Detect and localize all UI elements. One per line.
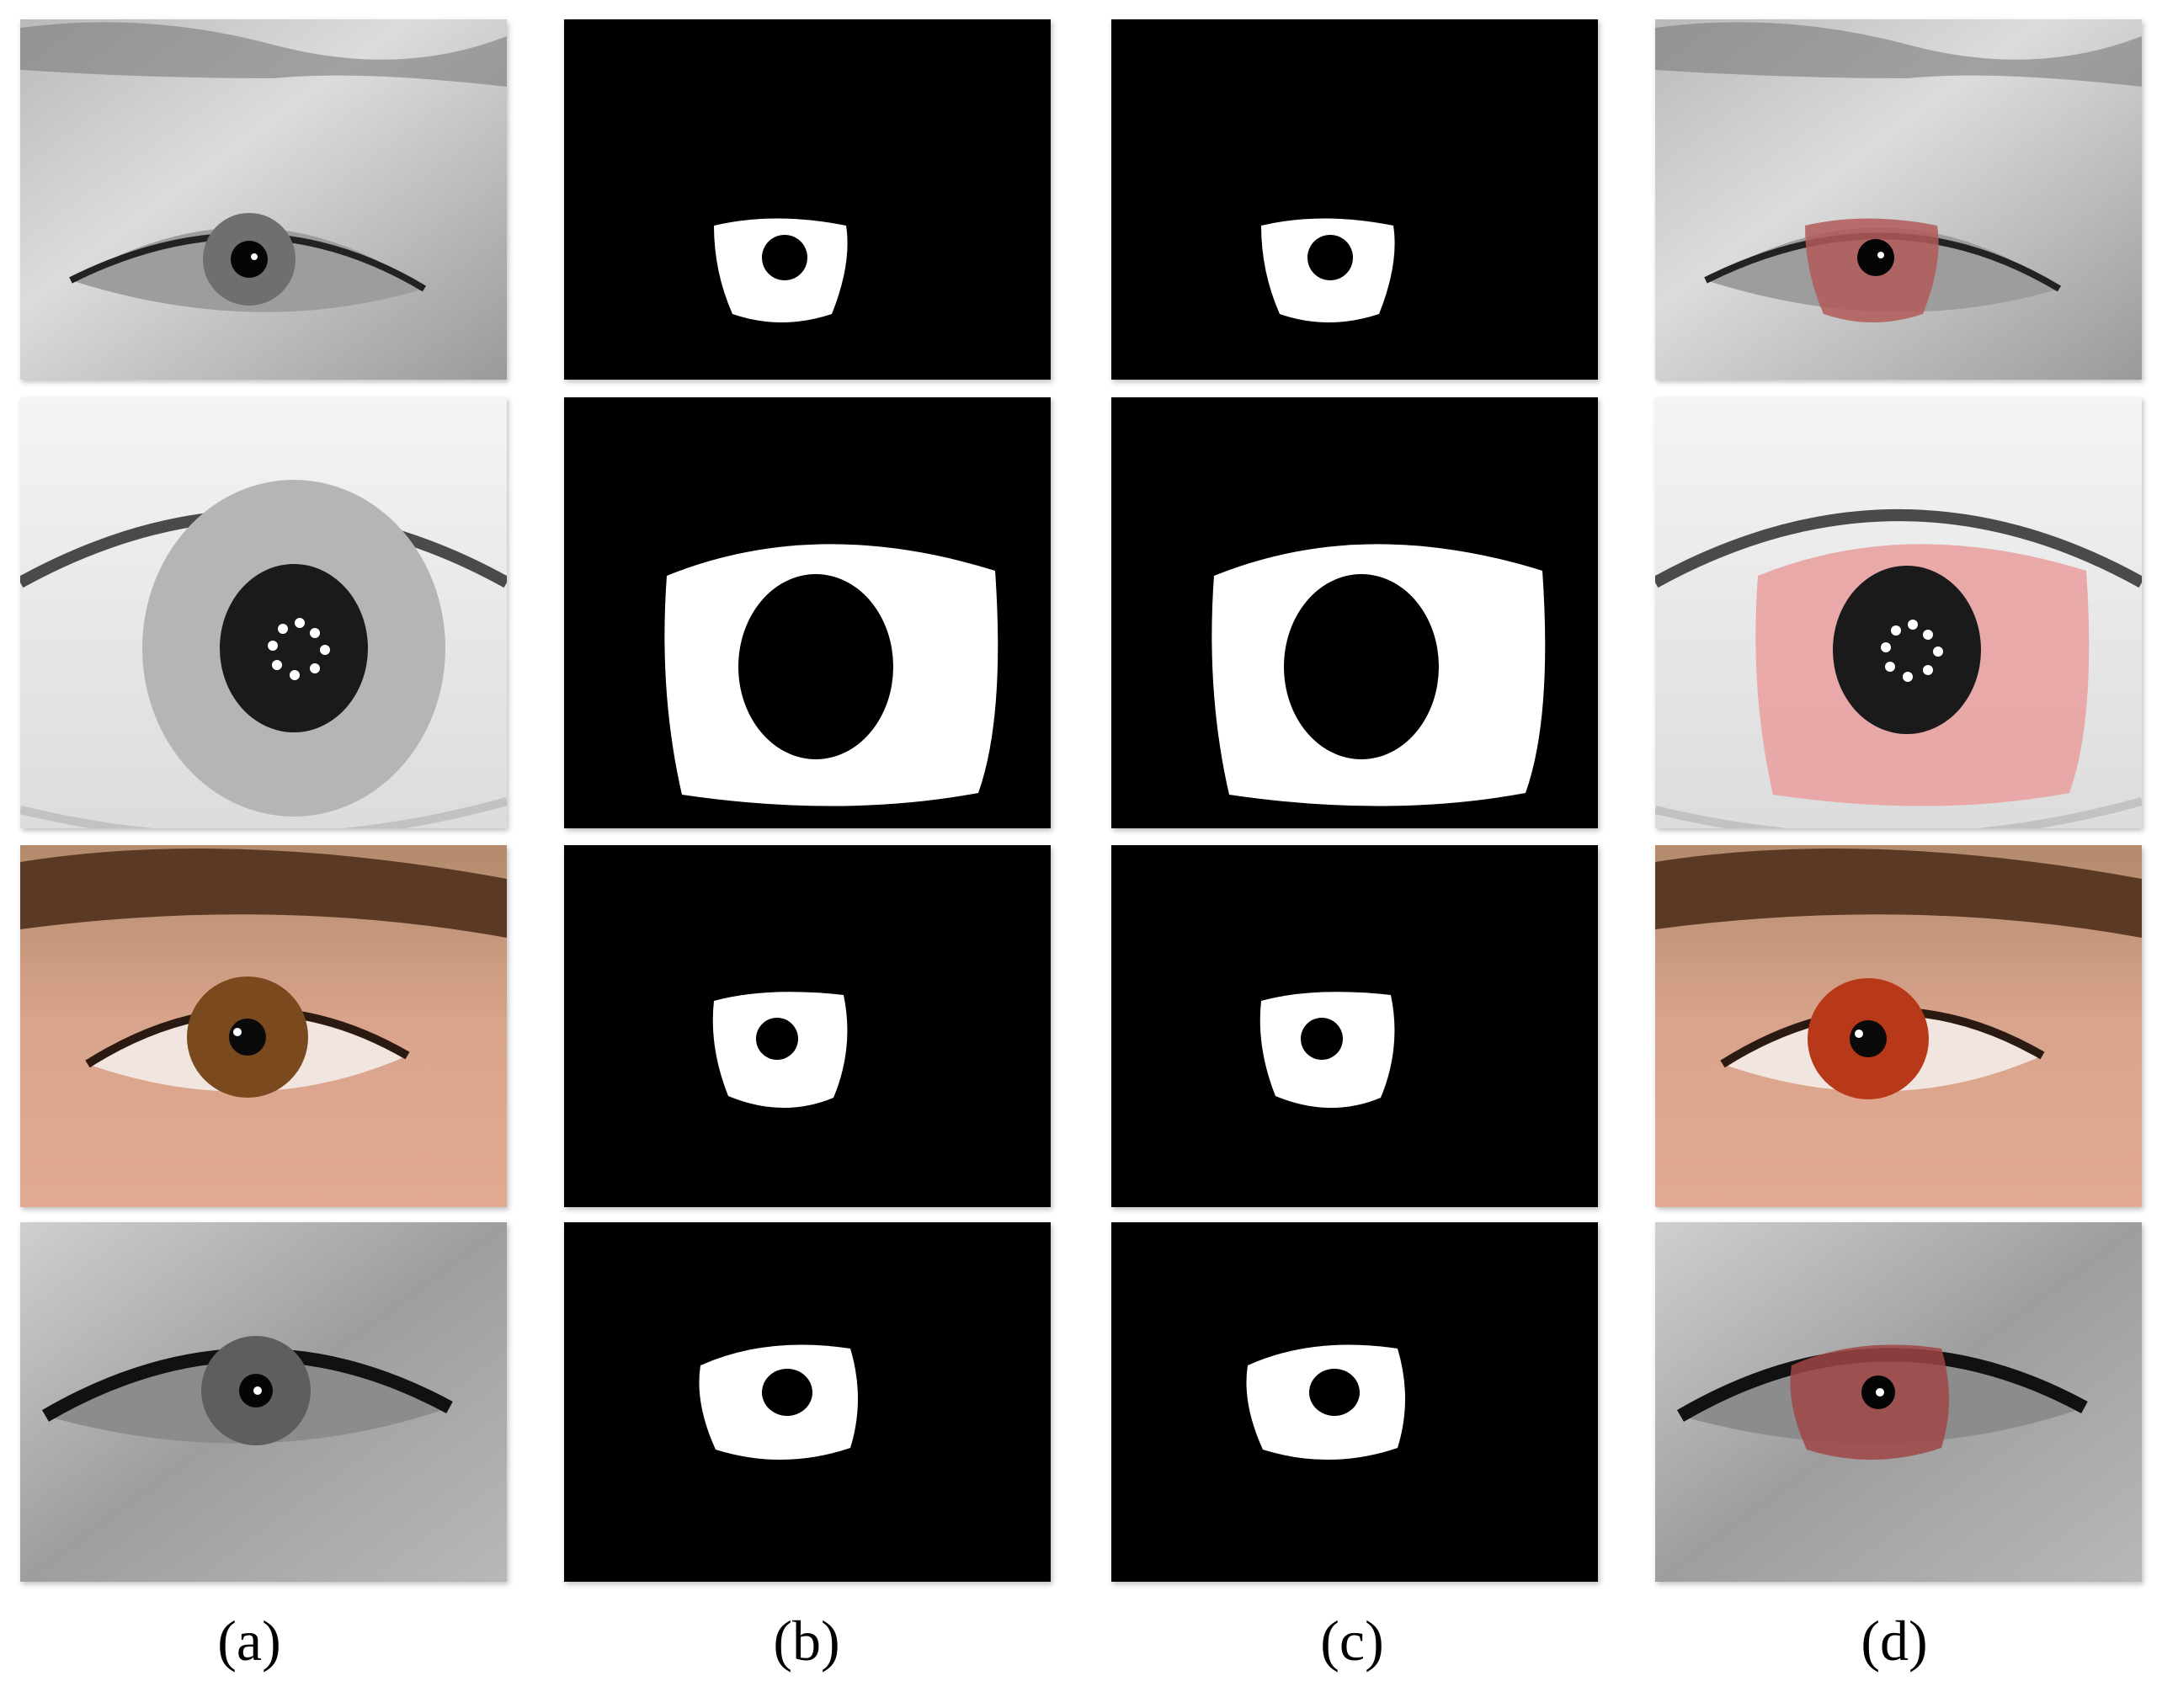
- mask-b-row4-image: [699, 1344, 858, 1461]
- eye-photo-row1: [20, 19, 507, 380]
- panel-label-a: (a): [217, 1609, 281, 1673]
- eye-photo-row2-image: [20, 397, 507, 828]
- overlay-row3-image: [1655, 845, 2142, 1207]
- overlay-row2: [1655, 397, 2142, 828]
- overlay-row2-image: [1655, 397, 2142, 828]
- mask-b-row3-image: [712, 992, 848, 1109]
- overlay-row4-image: [1655, 1222, 2142, 1582]
- mask-b-row2-image: [664, 544, 998, 806]
- overlay-row3: [1655, 845, 2142, 1207]
- eye-photo-row3-image: [20, 845, 507, 1207]
- mask-c-row4-image: [1246, 1344, 1405, 1461]
- overlay-row1-image: [1655, 19, 2142, 380]
- mask-b-row1: [564, 19, 1051, 380]
- panel-label-d: (d): [1861, 1609, 1928, 1673]
- mask-c-row2-image: [1211, 544, 1546, 806]
- panel-label-c: (c): [1320, 1609, 1384, 1673]
- eye-photo-row4: [20, 1222, 507, 1582]
- mask-c-row4: [1111, 1222, 1598, 1582]
- mask-c-row1: [1111, 19, 1598, 380]
- mask-b-row4: [564, 1222, 1051, 1582]
- eye-photo-row3: [20, 845, 507, 1207]
- mask-b-row1-image: [714, 218, 848, 322]
- mask-c-row3: [1111, 845, 1598, 1207]
- overlay-row4: [1655, 1222, 2142, 1582]
- mask-c-row3-image: [1259, 992, 1395, 1109]
- panel-label-b: (b): [773, 1609, 840, 1673]
- eye-photo-row4-image: [20, 1222, 507, 1582]
- eye-photo-row2: [20, 397, 507, 828]
- eye-photo-row1-image: [20, 19, 507, 380]
- mask-c-row2: [1111, 397, 1598, 828]
- overlay-row1: [1655, 19, 2142, 380]
- mask-b-row3: [564, 845, 1051, 1207]
- mask-b-row2: [564, 397, 1051, 828]
- mask-c-row1-image: [1261, 218, 1395, 322]
